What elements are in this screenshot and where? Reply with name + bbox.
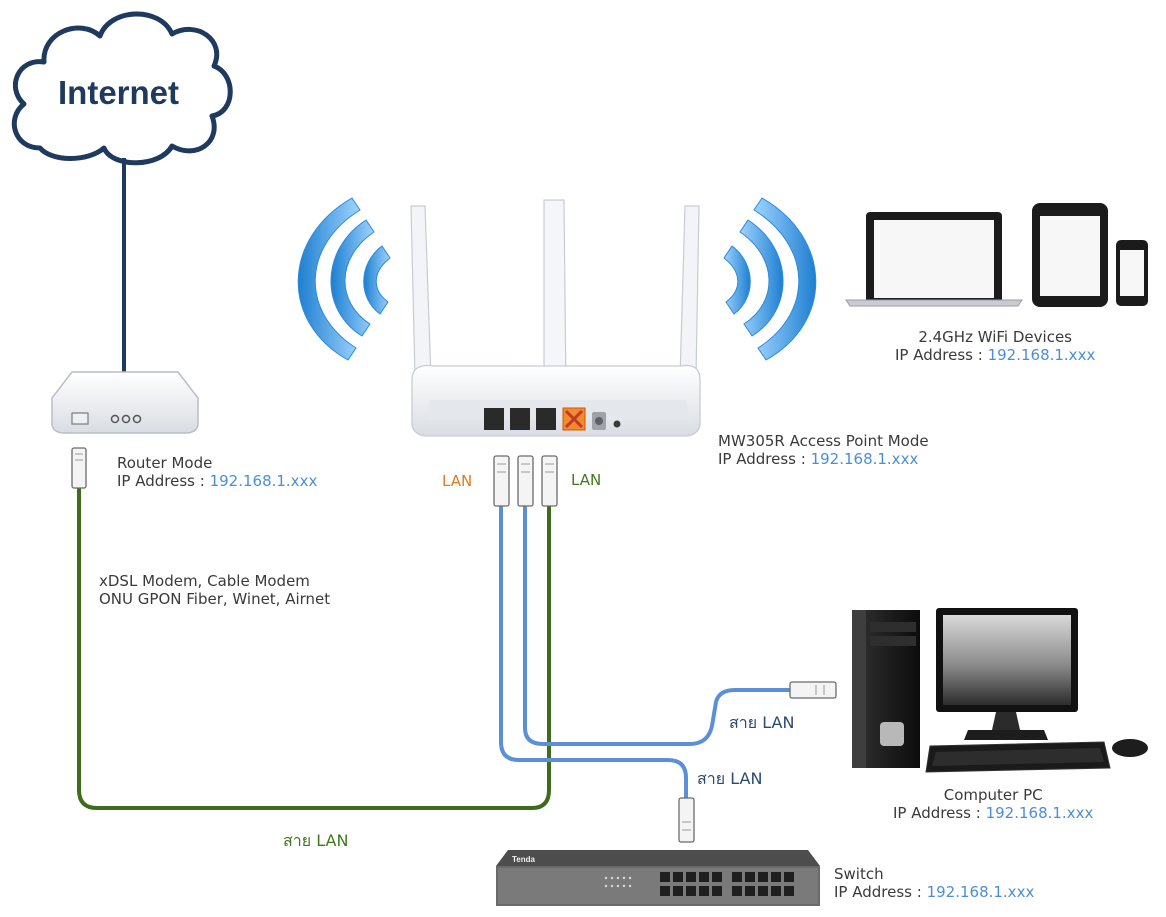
access-point-ip: 192.168.1.xxx: [810, 450, 919, 468]
router-name: Router Mode: [117, 454, 213, 472]
router-label: Router Mode IP Address : 192.168.1.xxx: [117, 454, 317, 490]
wifi-signal-right-icon: [723, 197, 817, 361]
router-lan-connector-icon: [71, 447, 87, 489]
computer-ip-line: IP Address : 192.168.1.xxx: [893, 804, 1093, 822]
internet-label: Internet: [58, 74, 180, 111]
switch-lan-connector-icon: [678, 797, 695, 843]
mouse-icon: [1112, 739, 1148, 757]
access-point-device: [410, 199, 701, 437]
pc-lan-connector-icon: [789, 681, 837, 699]
cable-label-pc: สาย LAN: [729, 713, 795, 732]
cable-label-router-ap: สาย LAN: [283, 831, 349, 850]
switch-brand: Tenda: [512, 855, 536, 864]
ap-lan-connector-right-icon: [541, 455, 558, 507]
ap-lan-connector-middle-icon: [517, 455, 534, 507]
switch-ip: 192.168.1.xxx: [926, 883, 1035, 901]
internet-cloud-icon: [11, 11, 233, 166]
switch-ip-prefix: IP Address :: [834, 883, 922, 901]
access-point-ip-prefix: IP Address :: [718, 450, 806, 468]
monitor-icon: [936, 608, 1078, 740]
router-ip: 192.168.1.xxx: [209, 472, 318, 490]
smartphone-icon: [1116, 240, 1148, 306]
keyboard-icon: [925, 741, 1111, 773]
ap-lan-label-left: LAN: [442, 472, 473, 490]
computer-ip-prefix: IP Address :: [893, 804, 981, 822]
tablet-icon: [1032, 203, 1108, 307]
router-ip-prefix: IP Address :: [117, 472, 205, 490]
modem-types-label: xDSL Modem, Cable Modem ONU GPON Fiber, …: [99, 572, 330, 608]
computer-ip: 192.168.1.xxx: [985, 804, 1094, 822]
access-point-label: MW305R Access Point Mode IP Address : 19…: [718, 432, 929, 468]
wifi-devices-name: 2.4GHz WiFi Devices: [918, 328, 1072, 346]
modem-types-line1: xDSL Modem, Cable Modem: [99, 572, 310, 590]
ap-lan-label-right: LAN: [571, 471, 602, 489]
wifi-signal-left-icon: [297, 197, 391, 361]
pc-tower-icon: [852, 610, 920, 768]
wifi-devices-ip-prefix: IP Address :: [895, 346, 983, 364]
computer-name: Computer PC: [943, 786, 1043, 804]
access-point-name: MW305R Access Point Mode: [718, 432, 929, 450]
switch-ip-line: IP Address : 192.168.1.xxx: [834, 883, 1034, 901]
router-ip-line: IP Address : 192.168.1.xxx: [117, 472, 317, 490]
cable-ap-to-pc: [523, 505, 792, 746]
switch-label: Switch IP Address : 192.168.1.xxx: [834, 865, 1034, 901]
switch-name: Switch: [834, 865, 884, 883]
switch-device: Tenda: [496, 850, 820, 906]
wifi-devices-ip: 192.168.1.xxx: [987, 346, 1096, 364]
cable-ap-to-switch: [499, 505, 688, 800]
router-device: [51, 371, 199, 434]
access-point-ip-line: IP Address : 192.168.1.xxx: [718, 450, 929, 468]
cable-label-switch: สาย LAN: [697, 769, 763, 788]
wifi-devices-label: 2.4GHz WiFi Devices IP Address : 192.168…: [895, 328, 1095, 364]
wifi-devices-ip-line: IP Address : 192.168.1.xxx: [895, 346, 1095, 364]
cable-router-to-ap: [77, 488, 551, 810]
ap-lan-connector-left-icon: [493, 455, 510, 507]
computer-label: Computer PC IP Address : 192.168.1.xxx: [893, 786, 1093, 822]
laptop-icon: [845, 212, 1023, 307]
modem-types-line2: ONU GPON Fiber, Winet, Airnet: [99, 590, 331, 608]
